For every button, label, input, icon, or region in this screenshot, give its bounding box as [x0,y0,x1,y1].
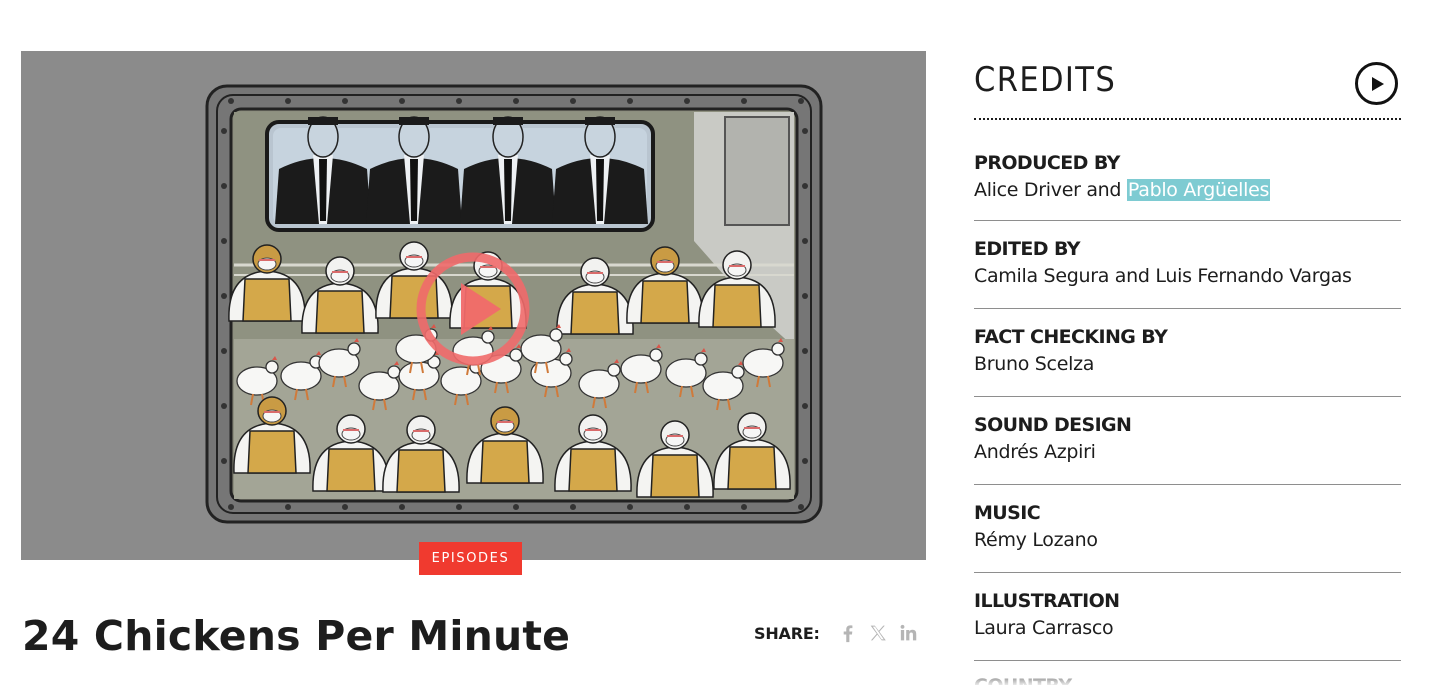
credit-music: MUSIC Rémy Lozano [974,485,1401,573]
facebook-icon[interactable] [837,622,859,644]
episodes-tag[interactable]: EPISODES [419,542,522,575]
credit-names: Alice Driver and Pablo Argüelles [974,179,1271,201]
credit-fact-checking-by: FACT CHECKING BY Bruno Scelza [974,309,1401,397]
credit-names: Bruno Scelza [974,353,1095,375]
linkedin-icon[interactable] [897,622,919,644]
credit-name-plain: Alice Driver and [974,179,1127,201]
credit-role: FACT CHECKING BY [974,326,1168,348]
credits-title: CREDITS [974,60,1117,100]
credits-panel: CREDITS PRODUCED BY Alice Driver and Pab… [974,60,1401,685]
credit-names: Camila Segura and Luis Fernando Vargas [974,265,1352,287]
share-bar: SHARE: [754,620,927,646]
credit-illustration: ILLUSTRATION Laura Carrasco [974,573,1401,661]
credit-role: EDITED BY [974,238,1081,260]
credit-sound-design: SOUND DESIGN Andrés Azpiri [974,397,1401,485]
credit-names: Andrés Azpiri [974,441,1096,463]
credit-role: ILLUSTRATION [974,590,1120,612]
play-circle-icon [416,252,530,366]
x-icon[interactable] [867,622,889,644]
credit-role: MUSIC [974,502,1041,524]
episode-hero-image[interactable] [21,51,926,560]
share-label: SHARE: [754,623,820,643]
credit-role: PRODUCED BY [974,152,1120,174]
credit-names: Rémy Lozano [974,529,1098,551]
play-circle-icon[interactable] [1355,62,1398,105]
credit-role: SOUND DESIGN [974,414,1132,436]
credit-edited-by: EDITED BY Camila Segura and Luis Fernand… [974,221,1401,309]
credits-header: CREDITS [974,60,1401,120]
episode-title: 24 Chickens Per Minute [22,612,571,660]
illustration-image [21,51,926,560]
credit-role: COUNTRY [974,675,1072,685]
credit-country: COUNTRY [974,661,1401,685]
credit-name-highlighted: Pablo Argüelles [1126,179,1271,201]
credit-names: Laura Carrasco [974,617,1114,639]
credit-produced-by: PRODUCED BY Alice Driver and Pablo Argüe… [974,120,1401,221]
